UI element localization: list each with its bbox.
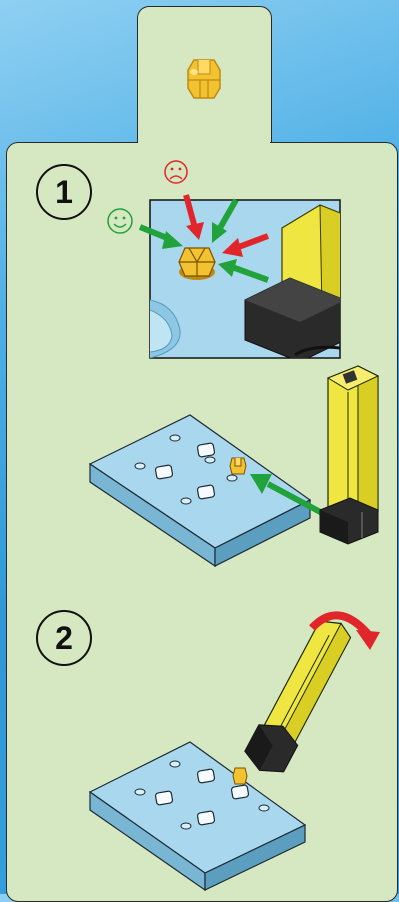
step-2-assembly-illustration: [0, 0, 399, 894]
